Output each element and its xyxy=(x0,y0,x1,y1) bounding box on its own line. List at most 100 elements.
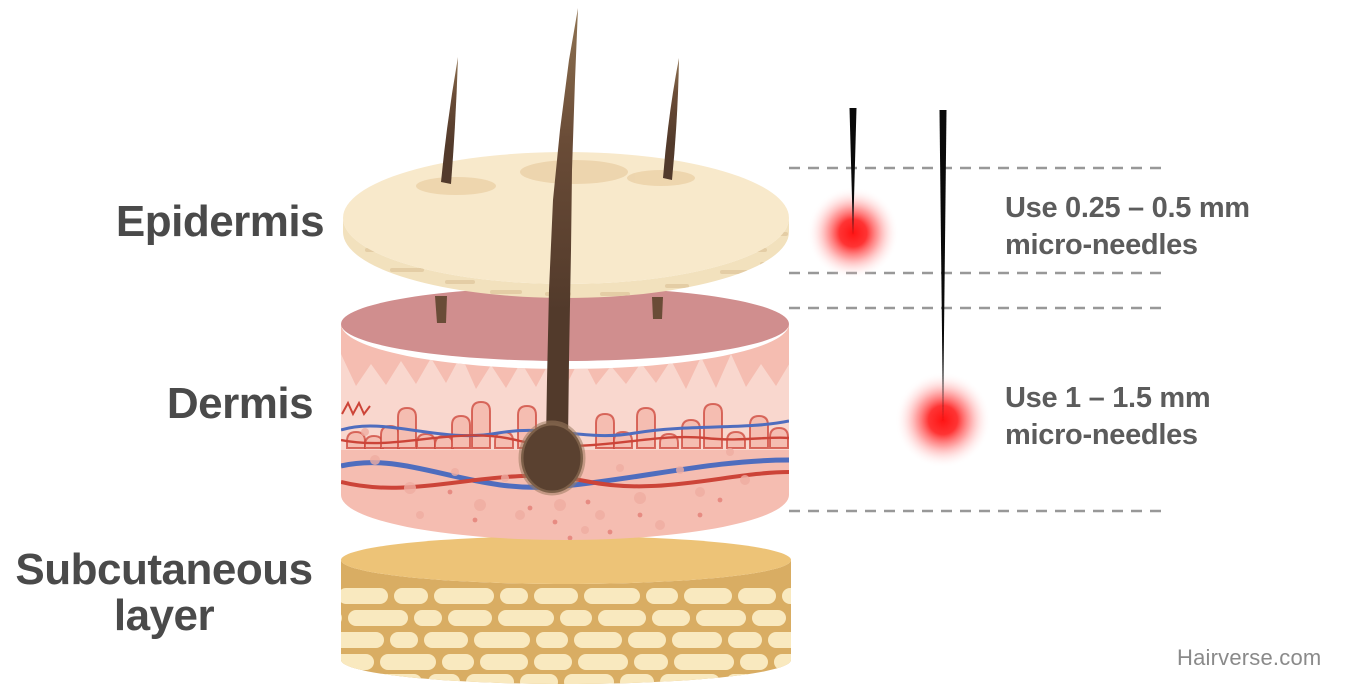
dermis-dot-small xyxy=(607,529,613,535)
subcutaneous-layer-graphic xyxy=(296,536,852,684)
dermis-dot xyxy=(554,499,566,511)
epidermis-texture-dash xyxy=(490,290,522,294)
epidermis-texture-dash xyxy=(380,288,408,292)
fat-brick xyxy=(574,632,622,648)
fat-brick xyxy=(534,588,578,604)
fat-brick xyxy=(380,654,436,670)
fat-brick xyxy=(414,610,442,626)
fat-brick xyxy=(341,588,388,604)
fat-brick xyxy=(536,632,568,648)
dermis-dot xyxy=(581,526,589,534)
dermal-papilla-arch xyxy=(749,414,769,449)
dermal-papilla-arch xyxy=(416,432,436,449)
fat-brick xyxy=(394,588,428,604)
dermis-dot-small xyxy=(567,535,573,540)
blood-vessel-red-thin xyxy=(341,434,789,448)
fat-brick xyxy=(341,632,384,648)
fat-brick xyxy=(434,588,494,604)
annotation-line-2: micro-needles xyxy=(1005,228,1198,261)
dermal-papilla-arch xyxy=(636,406,656,449)
dermis-dot xyxy=(451,468,459,476)
hair-entry-spot xyxy=(520,160,628,184)
epidermis-side xyxy=(343,218,789,298)
short-needle-group xyxy=(807,108,899,279)
dermis-dot-small xyxy=(717,497,723,503)
fat-brick xyxy=(726,674,754,684)
dermis-dot-small xyxy=(447,489,453,495)
hair-entry-spot xyxy=(416,177,496,195)
dermis-dot xyxy=(676,466,684,474)
subcutaneous-top-face xyxy=(341,536,791,584)
dermis-dot-small xyxy=(552,519,558,525)
dermis-dot-small xyxy=(637,512,643,518)
long-needle-group xyxy=(895,110,991,468)
fat-brick xyxy=(442,654,474,670)
hair-graphics xyxy=(435,8,679,496)
fat-brick xyxy=(774,654,791,670)
annotation-line-1: Use 1 – 1.5 mm xyxy=(1005,382,1211,414)
hair-entry-spots xyxy=(416,160,695,195)
dermis-dot xyxy=(501,474,509,482)
left-hair xyxy=(441,57,458,184)
dermal-papilla-arch xyxy=(346,430,366,449)
fat-brick xyxy=(428,674,460,684)
dermis-dot xyxy=(655,520,665,530)
epidermis-texture-dash xyxy=(720,270,748,274)
left-hair-stub xyxy=(435,296,447,323)
fat-brick xyxy=(341,654,374,670)
epidermis-texture-dash xyxy=(445,280,475,284)
fat-brick xyxy=(348,610,408,626)
fat-brick xyxy=(792,610,852,626)
fat-brick xyxy=(646,588,678,604)
dermis-dot xyxy=(616,464,624,472)
fat-brick xyxy=(534,654,572,670)
dermis-dot-small xyxy=(527,505,533,511)
dermis-dot xyxy=(595,510,605,520)
right-hair xyxy=(663,58,679,180)
dermis-dot-small xyxy=(472,517,478,523)
fat-brick xyxy=(560,610,592,626)
epidermis-texture-dash xyxy=(705,288,735,292)
fat-brick xyxy=(652,610,690,626)
fat-brick xyxy=(500,588,528,604)
dermis-dot xyxy=(474,499,486,511)
annotation-long-needle: Use 1 – 1.5 mm micro-needles xyxy=(1005,380,1211,453)
label-epidermis: Epidermis xyxy=(115,197,325,246)
epidermis-texture-dash xyxy=(750,284,776,288)
dermis-dot xyxy=(404,482,416,494)
fat-brick xyxy=(480,654,528,670)
fat-brick xyxy=(424,632,468,648)
epidermis-texture-dash xyxy=(390,268,424,272)
fat-brick xyxy=(728,632,762,648)
fat-brick xyxy=(296,654,324,670)
dermis-dot xyxy=(416,511,424,519)
hair-follicle-bulb xyxy=(518,420,586,496)
fat-brick xyxy=(684,588,732,604)
fat-brick xyxy=(768,632,791,648)
fat-brick xyxy=(752,610,786,626)
dermal-papilla-arch xyxy=(681,418,701,449)
dermis-dot xyxy=(361,428,369,436)
fat-brick xyxy=(578,654,628,670)
hair-entry-spot xyxy=(627,170,695,186)
epidermis-texture-dash xyxy=(600,292,630,296)
dermis-dot xyxy=(740,475,750,485)
fat-brick xyxy=(584,588,640,604)
capillary-zigzag xyxy=(341,400,371,417)
fat-brick xyxy=(341,674,360,684)
fat-brick xyxy=(660,674,720,684)
dermis-dot-small xyxy=(697,512,703,518)
label-dermis: Dermis xyxy=(166,379,314,428)
fat-brick xyxy=(498,610,554,626)
fat-brick xyxy=(366,674,422,684)
fat-brick xyxy=(564,674,614,684)
fat-brick xyxy=(466,674,514,684)
dermal-papilla-arch xyxy=(451,414,471,449)
dermal-papilla-arch xyxy=(595,412,615,449)
short-needle xyxy=(849,108,857,235)
dermal-papilla-arch xyxy=(471,400,491,449)
dermis-dot xyxy=(634,492,646,504)
fat-brick xyxy=(674,654,734,670)
annotation-line-1: Use 0.25 – 0.5 mm xyxy=(1005,192,1250,224)
